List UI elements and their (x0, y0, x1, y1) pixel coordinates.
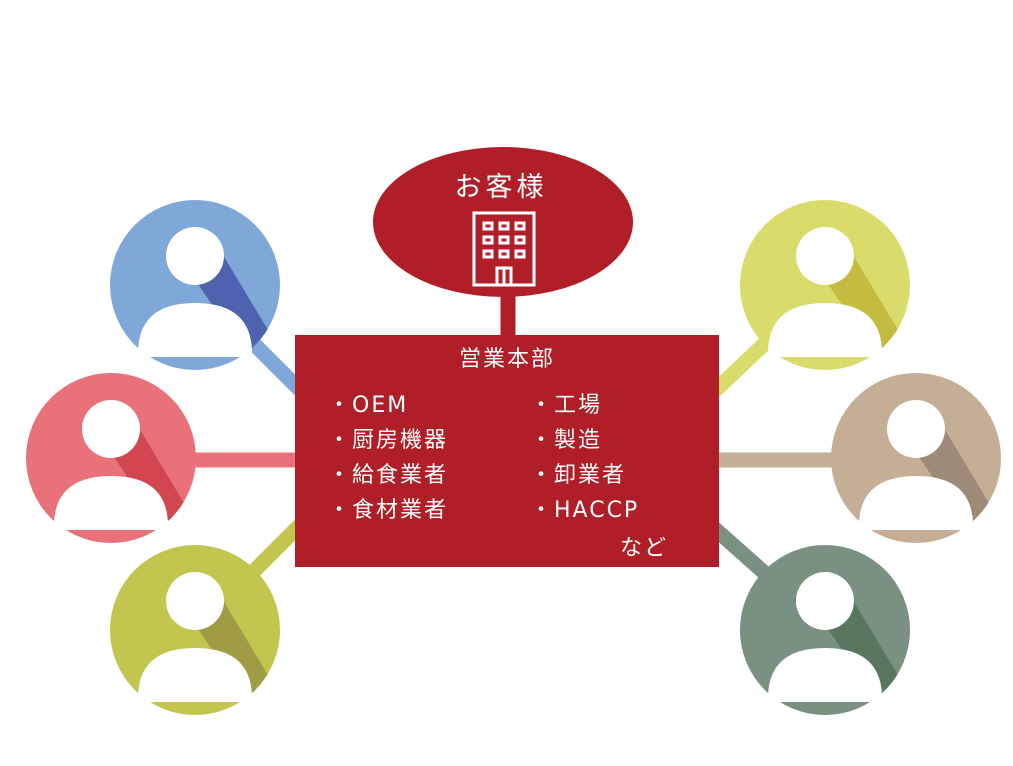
person-node-gray (740, 545, 910, 715)
person-node-red (26, 373, 196, 543)
hq-item-wholesalers: ・卸業者 (530, 463, 626, 488)
person-icon (137, 572, 253, 702)
hq-box: 営業本部 ・OEM ・厨房機器 ・給食業者 ・食材業者 ・工場 ・製造 ・卸業者… (295, 335, 719, 567)
hq-rect (295, 335, 719, 567)
hq-item-manufacturing: ・製造 (530, 428, 602, 453)
customer-label: お客様 (455, 172, 548, 203)
hq-item-food-suppliers: ・食材業者 (328, 498, 448, 523)
customer-node: お客様 (373, 147, 633, 297)
hq-footer: など (620, 536, 668, 561)
person-icon (53, 400, 169, 530)
hq-item-kitchen-equipment: ・厨房機器 (328, 428, 448, 453)
person-icon (137, 227, 253, 357)
hq-item-oem: ・OEM (328, 393, 408, 418)
person-node-green (110, 545, 280, 715)
person-icon (858, 400, 974, 530)
hq-item-factory: ・工場 (530, 393, 602, 418)
person-node-tan (831, 373, 1001, 543)
person-icon (767, 227, 883, 357)
hq-item-catering: ・給食業者 (328, 463, 448, 488)
person-icon (767, 572, 883, 702)
hq-item-haccp: ・HACCP (530, 498, 639, 523)
building-icon (472, 211, 536, 287)
hq-title: 営業本部 (459, 347, 555, 372)
person-node-blue (110, 200, 280, 370)
